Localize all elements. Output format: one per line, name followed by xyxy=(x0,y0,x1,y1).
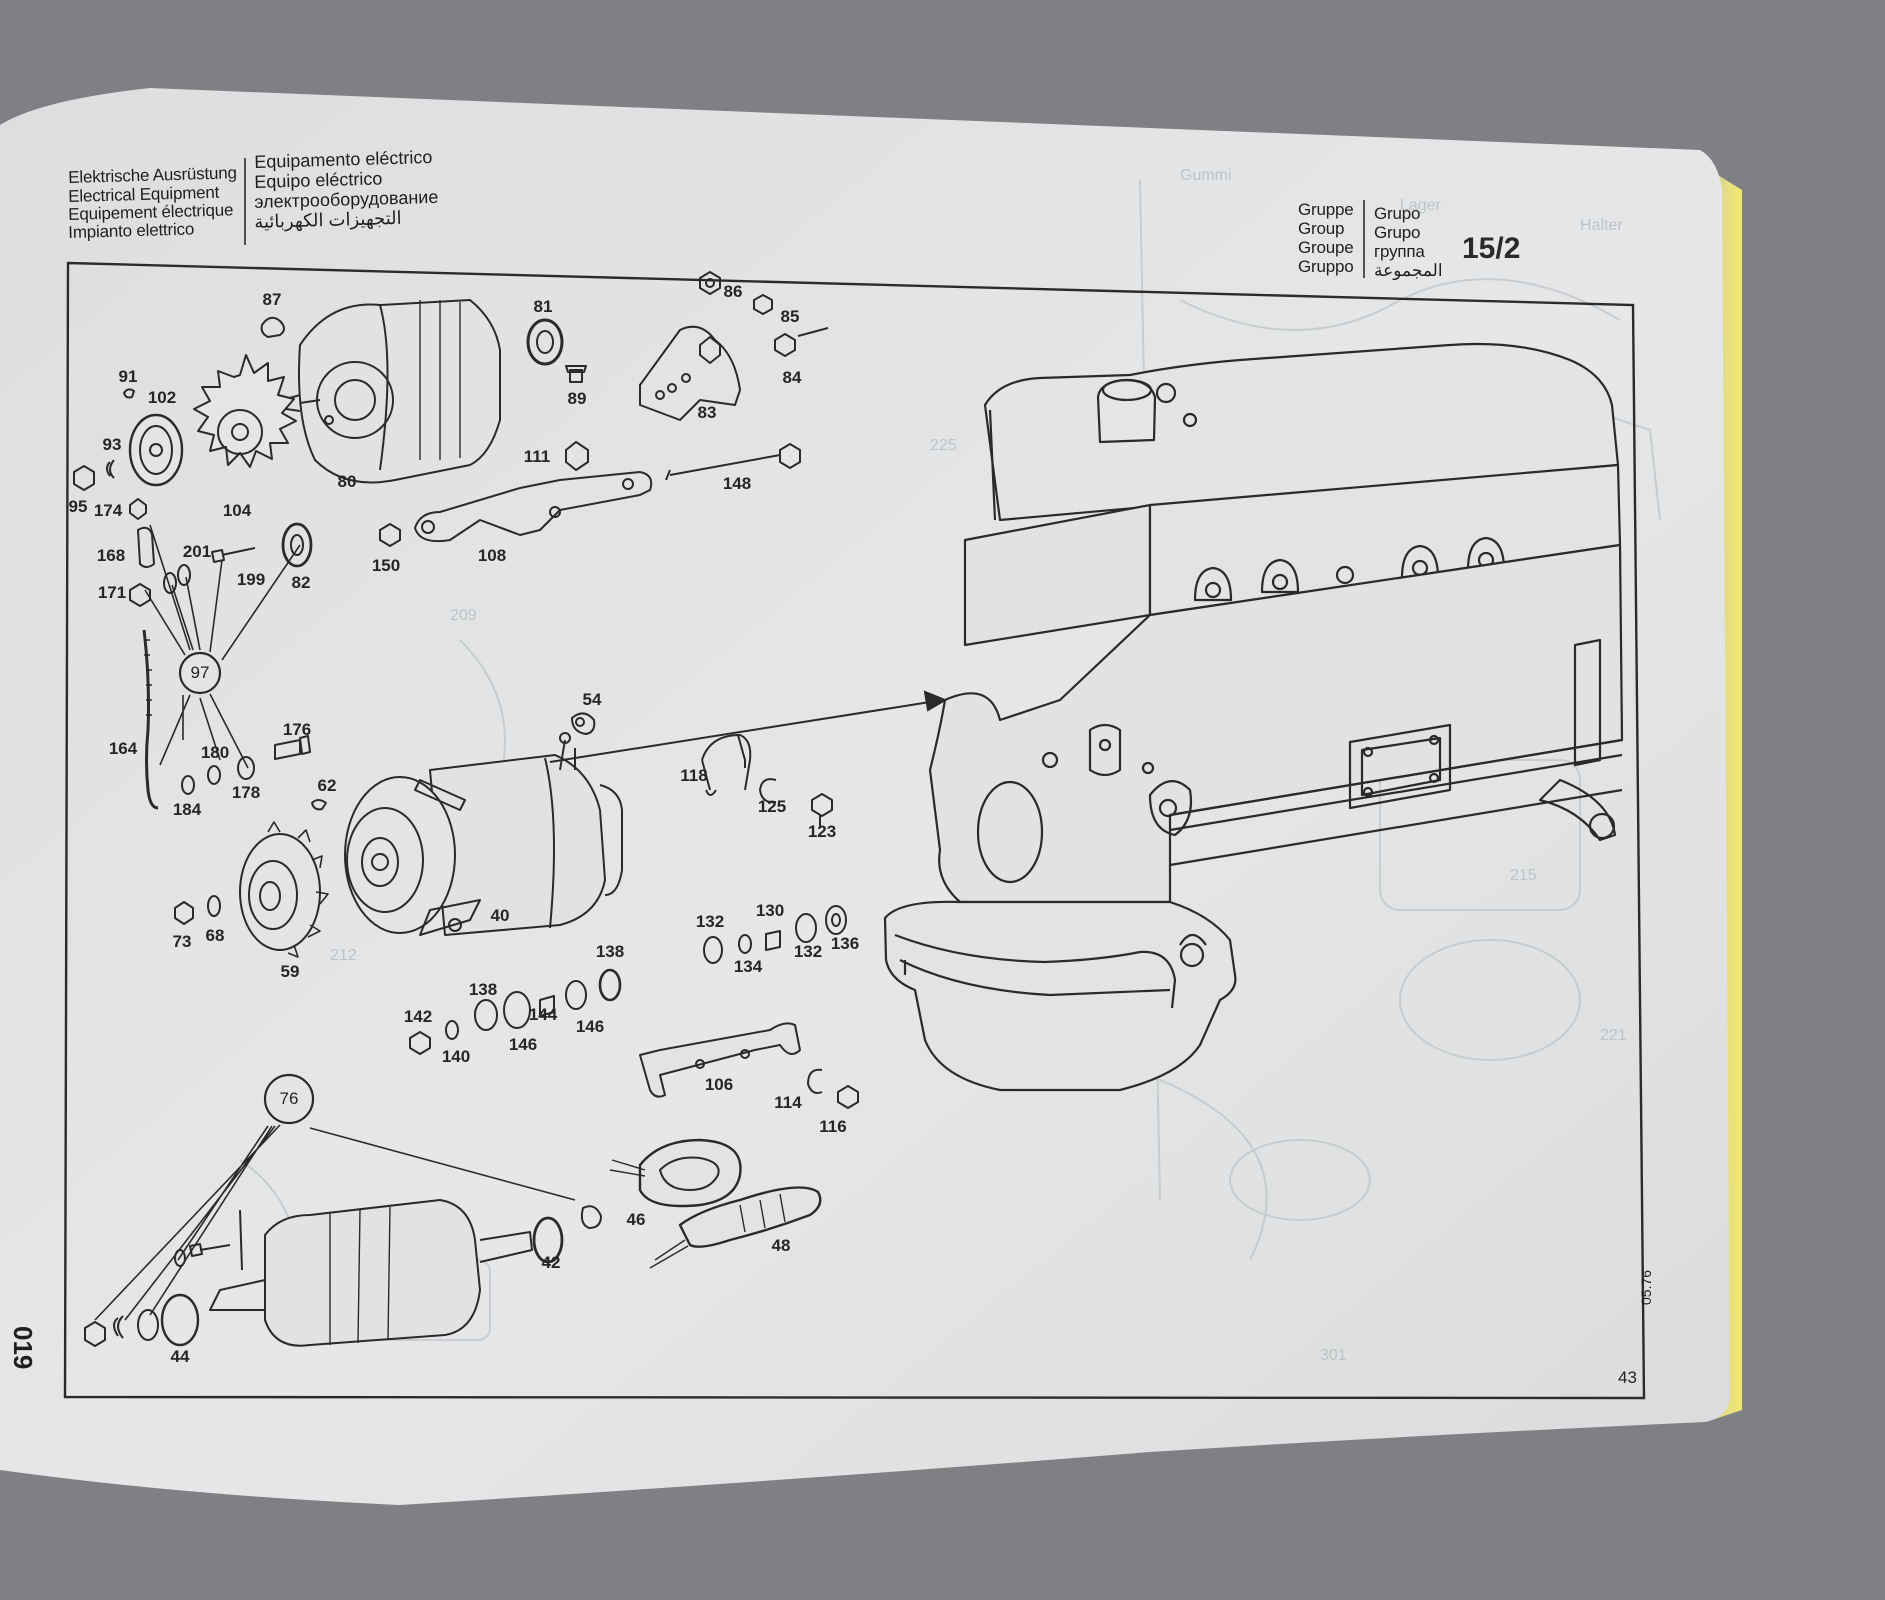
engine-block-drawing xyxy=(883,342,1624,1092)
part-label-62: 62 xyxy=(317,776,337,795)
part-label-104: 104 xyxy=(222,501,252,520)
part-label-201: 201 xyxy=(182,542,212,561)
part-label-46: 46 xyxy=(626,1210,646,1229)
part-label-102: 102 xyxy=(147,388,177,407)
part-label-118: 118 xyxy=(680,766,708,785)
part-label-59: 59 xyxy=(280,962,300,981)
group-it: Gruppo xyxy=(1298,257,1354,276)
ref-label-76: 76 xyxy=(279,1089,299,1108)
part-label-93: 93 xyxy=(102,435,122,454)
part-label-73: 73 xyxy=(172,932,192,951)
part-label-123: 123 xyxy=(807,822,837,841)
part-label-89: 89 xyxy=(567,389,587,408)
group-en: Group xyxy=(1298,219,1345,238)
pointer-arrow xyxy=(549,690,948,763)
part-label-114: 114 xyxy=(774,1093,802,1112)
part-label-164: 164 xyxy=(108,739,138,758)
part-label-116: 116 xyxy=(819,1117,847,1136)
part-label-91: 91 xyxy=(118,367,138,386)
part-label-136: 136 xyxy=(830,934,860,953)
side-code: 019 xyxy=(8,1326,38,1370)
ref-circle-97 xyxy=(178,651,222,695)
group-es: Grupo xyxy=(1374,223,1421,242)
part-label-146: 146 xyxy=(508,1035,538,1054)
svg-text:209: 209 xyxy=(450,607,477,624)
part-label-140: 140 xyxy=(441,1047,471,1066)
part-label-106: 106 xyxy=(704,1075,734,1094)
part-label-138: 138 xyxy=(468,980,498,999)
part-label-180: 180 xyxy=(200,743,230,762)
part-label-134: 134 xyxy=(733,957,763,976)
part-label-132: 132 xyxy=(695,912,725,931)
ref-circle-76 xyxy=(263,1073,315,1125)
diagram-frame xyxy=(63,261,1646,1400)
svg-text:221: 221 xyxy=(1600,1027,1627,1044)
title-ar: التجهيزات الكهربائية xyxy=(254,207,402,232)
svg-text:225: 225 xyxy=(930,437,957,454)
group-ar: المجموعة xyxy=(1374,261,1443,280)
part-label-184: 184 xyxy=(172,800,202,819)
part-label-81: 81 xyxy=(533,297,553,316)
group-de: Gruppe xyxy=(1298,200,1354,219)
part-label-108: 108 xyxy=(477,546,507,565)
part-label-138: 138 xyxy=(595,942,625,961)
svg-text:215: 215 xyxy=(1510,867,1537,884)
part-label-125: 125 xyxy=(757,797,787,816)
part-label-86: 86 xyxy=(723,282,743,301)
part-label-150: 150 xyxy=(371,556,401,575)
part-label-176: 176 xyxy=(282,720,312,739)
svg-text:Halter: Halter xyxy=(1580,217,1623,234)
svg-text:Lager: Lager xyxy=(1400,197,1442,214)
part-label-95: 95 xyxy=(68,497,88,516)
page-number: 43 xyxy=(1618,1368,1637,1387)
part-label-111: 111 xyxy=(523,447,551,466)
part-label-82: 82 xyxy=(291,573,311,592)
part-label-199: 199 xyxy=(236,570,266,589)
part-label-132: 132 xyxy=(793,942,823,961)
title-it: Impianto elettrico xyxy=(68,219,195,242)
part-label-48: 48 xyxy=(771,1236,791,1255)
svg-text:301: 301 xyxy=(1320,1347,1347,1364)
part-label-178: 178 xyxy=(231,783,261,802)
group-number: 15/2 xyxy=(1462,232,1521,265)
part-label-144: 144 xyxy=(528,1005,558,1024)
group-ru: группа xyxy=(1374,242,1425,261)
part-label-68: 68 xyxy=(205,926,225,945)
part-label-54: 54 xyxy=(582,690,602,709)
part-label-171: 171 xyxy=(97,583,127,602)
part-label-142: 142 xyxy=(403,1007,433,1026)
part-label-85: 85 xyxy=(780,307,800,326)
date-code: 05.76 xyxy=(1638,1269,1654,1305)
svg-text:212: 212 xyxy=(330,947,357,964)
part-label-44: 44 xyxy=(170,1347,190,1366)
part-label-148: 148 xyxy=(722,474,752,493)
part-label-130: 130 xyxy=(755,901,785,920)
group-pt: Grupo xyxy=(1374,204,1421,223)
part-label-80: 80 xyxy=(337,472,357,491)
ref-label-97: 97 xyxy=(190,663,210,682)
part-label-87: 87 xyxy=(262,290,282,309)
part-label-146: 146 xyxy=(575,1017,605,1036)
part-label-84: 84 xyxy=(782,368,802,387)
svg-text:Gummi: Gummi xyxy=(1180,167,1232,184)
part-label-42: 42 xyxy=(541,1253,561,1272)
part-label-168: 168 xyxy=(96,546,126,565)
part-label-83: 83 xyxy=(697,403,717,422)
part-label-40: 40 xyxy=(490,906,510,925)
group-fr: Groupe xyxy=(1298,238,1354,257)
exploded-parts-drawing xyxy=(73,271,859,1347)
part-label-174: 174 xyxy=(93,501,123,520)
